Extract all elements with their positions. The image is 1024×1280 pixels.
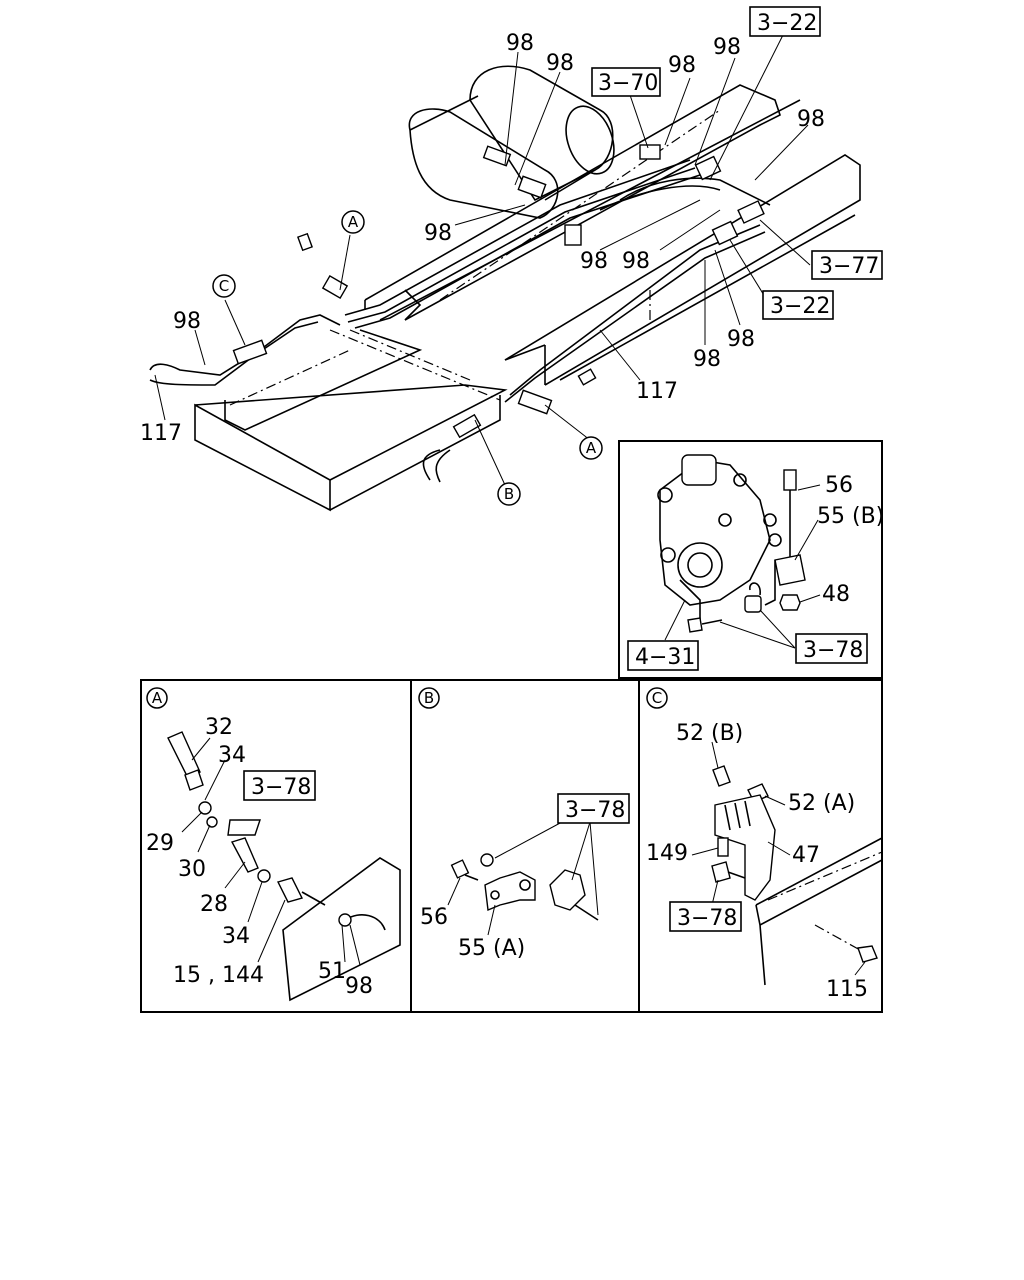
ref-3-78-pump[interactable]: 3−78	[795, 633, 868, 664]
svg-text:4−31: 4−31	[635, 645, 695, 670]
label-98: 98	[797, 107, 825, 132]
svg-text:C: C	[652, 689, 662, 707]
connector-52b	[712, 765, 731, 787]
panel-marker-a: A	[146, 687, 168, 709]
bracket-55a	[484, 871, 536, 912]
marker-a-top[interactable]: A	[341, 210, 365, 234]
detail-panel-b: B 56 55 (A) 3−78	[418, 687, 630, 961]
label-52b: 52 (B)	[676, 721, 743, 746]
label-98: 98	[580, 249, 608, 274]
label-55a: 55 (A)	[458, 936, 525, 961]
main-labels: 98 98 98 98 98 98 98 98 98 98 98 117 117…	[140, 6, 883, 506]
svg-text:3−70: 3−70	[598, 71, 658, 96]
detail-panels	[140, 679, 883, 1013]
svg-text:3−78: 3−78	[251, 775, 311, 800]
fuel-tank	[408, 65, 615, 219]
bolt-3-78-c	[711, 861, 746, 883]
ref-3-78-b[interactable]: 3−78	[557, 793, 630, 824]
label-30: 30	[178, 857, 206, 882]
label-98: 98	[424, 221, 452, 246]
label-98: 98	[345, 974, 373, 999]
label-98: 98	[727, 327, 755, 352]
ref-3-22-bottom[interactable]: 3−22	[762, 290, 834, 320]
svg-text:A: A	[348, 213, 359, 231]
label-98: 98	[713, 35, 741, 60]
label-117: 117	[140, 421, 182, 446]
filter-15-144	[276, 877, 304, 903]
label-115: 115	[826, 977, 868, 1002]
elbow-28	[230, 837, 259, 873]
svg-text:3−22: 3−22	[770, 294, 830, 319]
frame-section-c	[755, 837, 883, 986]
nut-115	[857, 945, 878, 963]
main-chassis-view	[149, 34, 861, 512]
svg-text:3−78: 3−78	[565, 798, 625, 823]
ref-3-78-a[interactable]: 3−78	[243, 770, 316, 801]
svg-text:A: A	[152, 689, 163, 707]
label-48: 48	[822, 582, 850, 607]
svg-text:C: C	[219, 277, 229, 295]
ref-4-31[interactable]: 4−31	[627, 640, 699, 671]
label-34: 34	[218, 743, 246, 768]
fuel-pipes	[149, 159, 771, 483]
label-98: 98	[546, 51, 574, 76]
label-15-144: 15 , 144	[173, 963, 264, 988]
injection-pump	[657, 454, 782, 620]
label-149: 149	[646, 841, 688, 866]
bolt-56-pump	[783, 469, 797, 560]
ref-3-70[interactable]: 3−70	[591, 67, 661, 97]
bracket-55b	[764, 554, 806, 606]
svg-text:B: B	[424, 689, 434, 707]
bolt-flange	[687, 617, 723, 633]
detail-panel-c: C	[646, 687, 883, 1002]
ref-3-22-top[interactable]: 3−22	[749, 6, 821, 37]
clamp-b	[549, 869, 599, 921]
nut-48	[779, 594, 801, 611]
ref-3-77[interactable]: 3−77	[811, 250, 883, 280]
label-47: 47	[792, 843, 820, 868]
label-52a: 52 (A)	[788, 791, 855, 816]
svg-text:3−77: 3−77	[819, 254, 879, 279]
svg-text:A: A	[586, 439, 597, 457]
marker-c[interactable]: C	[212, 274, 236, 298]
bolt-149	[717, 837, 729, 857]
label-51: 51	[318, 959, 346, 984]
label-34: 34	[222, 924, 250, 949]
pipe-clips	[232, 144, 765, 439]
label-55b: 55 (B)	[817, 504, 884, 529]
hose-connector-32	[167, 731, 204, 791]
bolt-56-b	[450, 859, 479, 881]
label-98: 98	[622, 249, 650, 274]
detail-panel-a: A 32 34 29 30 28	[146, 687, 401, 1002]
label-117: 117	[636, 379, 678, 404]
ref-3-78-c[interactable]: 3−78	[669, 901, 742, 932]
marker-b[interactable]: B	[497, 482, 521, 506]
svg-text:3−78: 3−78	[677, 906, 737, 931]
label-98: 98	[668, 53, 696, 78]
label-98: 98	[173, 309, 201, 334]
label-56: 56	[825, 473, 853, 498]
label-32: 32	[205, 715, 233, 740]
leader-lines	[154, 34, 811, 486]
svg-text:B: B	[504, 485, 514, 503]
svg-text:3−22: 3−22	[757, 11, 817, 36]
label-98: 98	[693, 347, 721, 372]
pump-inset: 56 55 (B) 48 4−31 3−78	[618, 440, 884, 679]
label-56: 56	[420, 905, 448, 930]
label-98: 98	[506, 31, 534, 56]
panel-marker-b: B	[418, 687, 440, 709]
banjo-bolt	[744, 582, 762, 613]
label-28: 28	[200, 892, 228, 917]
panel-marker-c: C	[646, 687, 668, 709]
frame-section-a	[282, 857, 401, 1002]
marker-a-bottom[interactable]: A	[579, 436, 603, 460]
frame-rails	[194, 84, 861, 512]
label-29: 29	[146, 831, 174, 856]
svg-text:3−78: 3−78	[803, 638, 863, 663]
